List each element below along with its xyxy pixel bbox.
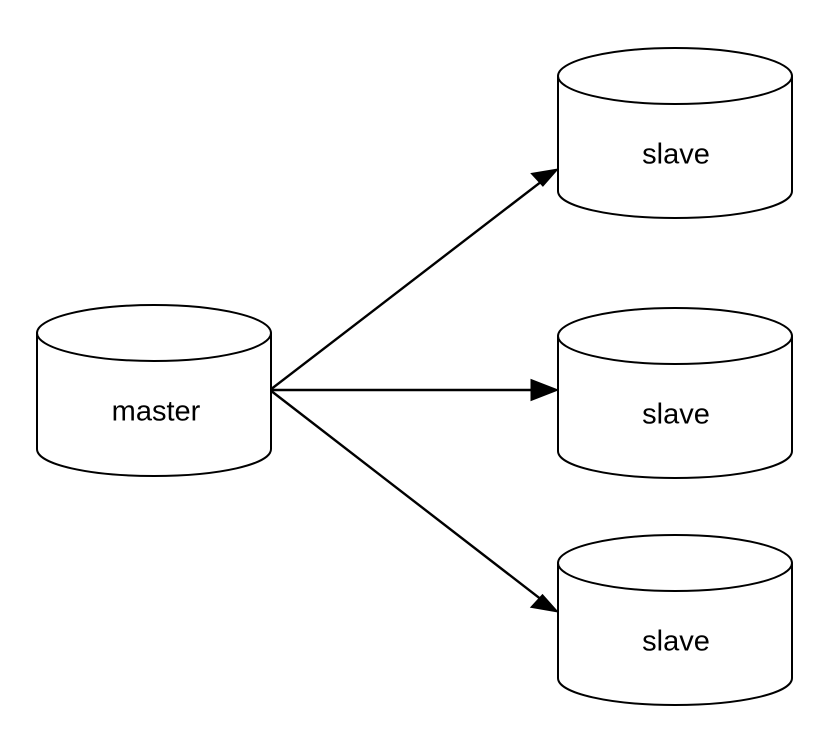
edge-master-to-slave-3[interactable] — [269, 389, 560, 613]
edge-layer — [269, 168, 560, 613]
node-layer: master slave slave slave — [36, 47, 793, 706]
slave-2-cylinder-body — [557, 335, 793, 479]
node-label-master: master — [112, 396, 201, 428]
node-label-slave-3: slave — [642, 626, 710, 658]
slave-3-cylinder-top — [557, 534, 793, 592]
edge-master-to-slave-1[interactable] — [269, 168, 560, 391]
edge-line — [269, 174, 551, 391]
edge-line — [269, 389, 550, 607]
slave-3-cylinder-body — [557, 562, 793, 706]
arrowhead-icon — [529, 593, 560, 613]
slave-1-cylinder-body — [557, 75, 793, 219]
arrowhead-icon — [530, 168, 560, 187]
node-label-slave-1: slave — [642, 139, 710, 171]
node-master[interactable]: master — [36, 304, 272, 477]
arrowhead-icon — [530, 378, 560, 402]
node-slave-1[interactable]: slave — [557, 47, 793, 219]
edge-master-to-slave-2[interactable] — [270, 378, 560, 402]
node-slave-3[interactable]: slave — [557, 534, 793, 706]
master-cylinder-body — [36, 332, 272, 477]
master-cylinder-top — [36, 304, 272, 362]
node-label-slave-2: slave — [642, 399, 710, 431]
node-slave-2[interactable]: slave — [557, 307, 793, 479]
slave-2-cylinder-top — [557, 307, 793, 365]
slave-1-cylinder-top — [557, 47, 793, 105]
